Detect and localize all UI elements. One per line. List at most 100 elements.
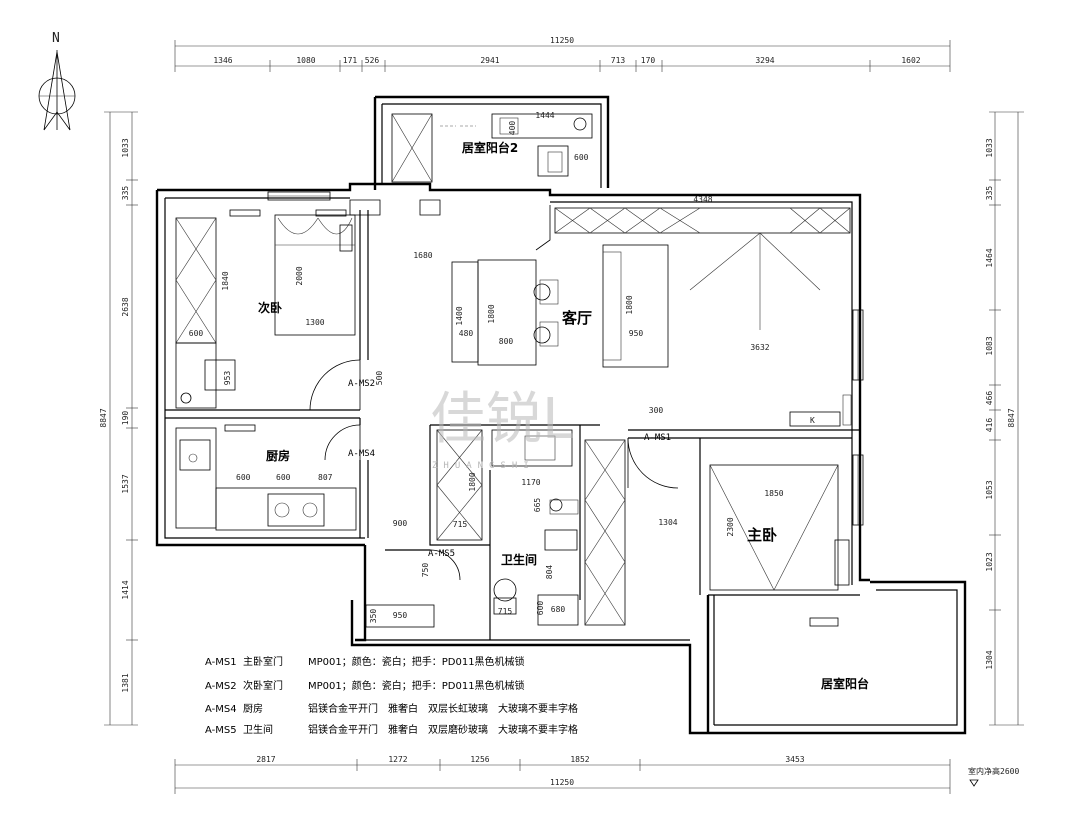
left-dim-3: 2638: [121, 297, 130, 316]
master-height-dim: 2300: [726, 517, 735, 536]
second-bedroom: 1840 2000 1300 600 953 次卧 A-MS2: [175, 209, 375, 411]
right-total-dim: 8847: [1007, 408, 1016, 427]
table-width-dim: 480: [459, 329, 474, 338]
table-height-dim: 1400: [455, 306, 464, 325]
interior-walls: [165, 199, 860, 640]
legend-spec-4: 铝镁合金平开门 雅奢白 双层磨砂玻璃 大玻璃不要丰字格: [308, 723, 578, 736]
right-dim-5: 466: [985, 391, 994, 406]
svg-text:佳锐L: 佳锐L: [430, 387, 573, 452]
legend-name-3: 厨房: [243, 702, 263, 715]
side-dim-a: 500: [375, 371, 384, 386]
door-tag-ms5: A-MS5: [428, 549, 455, 559]
bottom-dimensions: 2817 1272 1256 1852 3453 11250 室内净高2600: [174, 755, 1019, 794]
living-top-dim: 4348: [693, 195, 712, 204]
ceiling-height-note: 室内净高2600: [968, 766, 1019, 776]
corridor-width-dim: 900: [393, 519, 408, 528]
bath-dim-i: 350: [369, 609, 378, 624]
closet-width-dim: 715: [453, 520, 468, 529]
bottom-dim-5: 3453: [785, 755, 804, 764]
right-dimensions: 1033 335 1464 1083 466 416 1053 1023 130…: [985, 111, 1024, 726]
bathroom-label: 卫生间: [501, 552, 537, 567]
legend-spec-1: MP001；颜色：瓷白；把手：PD011黑色机械锁: [308, 655, 525, 668]
right-dim-9: 1304: [985, 650, 994, 669]
top-dim-9: 1602: [901, 56, 920, 65]
svg-text:ZHUANGSHI: ZHUANGSHI: [432, 461, 535, 471]
top-dim-8: 3294: [755, 56, 774, 65]
bath-dim-c: 750: [421, 563, 430, 578]
kitchen-label: 厨房: [266, 448, 290, 463]
top-dim-4: 526: [365, 56, 380, 65]
legend-name-4: 卫生间: [243, 723, 273, 736]
legend-code-2: A-MS2: [205, 681, 237, 692]
left-dimensions: 1033 335 2638 190 1537 1414 1381 8847: [99, 111, 138, 726]
closet-height-dim: 1800: [468, 472, 477, 491]
kitchen-dim-c: 807: [318, 473, 333, 482]
living-side-dim: 300: [649, 406, 664, 415]
master-balcony-label: 居室阳台: [821, 676, 869, 691]
balcony2-fixtures: 1444 400 600 居室阳台2: [391, 111, 593, 183]
right-dim-8: 1023: [985, 552, 994, 571]
bath-dim-a: 1170: [521, 478, 540, 487]
kitchen-dim-a: 600: [236, 473, 251, 482]
bath-dim-f: 600: [536, 601, 545, 616]
bath-dim-d: 804: [545, 565, 554, 580]
legend-spec-3: 铝镁合金平开门 雅奢白 双层长虹玻璃 大玻璃不要丰字格: [308, 702, 578, 715]
bottom-dim-2: 1272: [388, 755, 407, 764]
table-dim-a: 1800: [487, 304, 496, 323]
corridor-dim: 1680: [413, 251, 432, 260]
master-gap-dim: 1304: [658, 518, 677, 527]
master-bedroom-label: 主卧: [747, 526, 777, 544]
top-dim-3: 171: [343, 56, 358, 65]
bath-dim-e: 715: [498, 607, 513, 616]
door-tag-ms4: A-MS4: [348, 449, 375, 459]
watermark-logo: 佳锐L ZHUANGSHI: [430, 387, 573, 471]
top-dim-1: 1346: [213, 56, 232, 65]
bath-dim-h: 950: [393, 611, 408, 620]
door-tag-ms2: A-MS2: [348, 379, 375, 389]
kitchen: 600 600 807 厨房 A-MS4: [175, 424, 375, 531]
left-dim-5: 1537: [121, 474, 130, 493]
right-dim-4: 1083: [985, 336, 994, 355]
bottom-dim-4: 1852: [570, 755, 589, 764]
top-dim-5: 2941: [480, 56, 499, 65]
legend-code-1: A-MS1: [205, 657, 237, 668]
legend-name-1: 主卧室门: [243, 655, 283, 668]
door-tag-ms1: A-MS1: [644, 433, 671, 443]
balcony2-label: 居室阳台2: [462, 140, 518, 155]
living-room-label: 客厅: [561, 309, 592, 327]
left-dim-2: 335: [121, 186, 130, 201]
bottom-dim-1: 2817: [256, 755, 275, 764]
living-dining: 4348 1400 480 1800 800 1800 950 3632 168…: [413, 195, 852, 427]
balcony2-dim-a: 400: [508, 121, 517, 136]
top-dim-6: 713: [611, 56, 626, 65]
bed2-dim-d: 953: [223, 371, 232, 386]
bath-dim-g: 680: [551, 605, 566, 614]
living-width-dim: 3632: [750, 343, 769, 352]
left-dim-1: 1033: [121, 138, 130, 157]
bed2-dim-a: 2000: [295, 266, 304, 285]
balcony2-dim-b: 600: [574, 153, 589, 162]
bed2-width-dim: 1300: [305, 318, 324, 327]
exterior-walls: [155, 95, 967, 735]
legend-spec-2: MP001；颜色：瓷白；把手：PD011黑色机械锁: [308, 679, 525, 692]
left-dim-4: 190: [121, 411, 130, 426]
left-total-dim: 8847: [99, 408, 108, 427]
right-dim-1: 1033: [985, 138, 994, 157]
tv-k-label: K: [810, 416, 815, 425]
north-arrow-icon: N: [38, 31, 76, 131]
right-dim-7: 1053: [985, 480, 994, 499]
second-bedroom-label: 次卧: [258, 300, 282, 315]
master-width-dim: 1850: [764, 489, 783, 498]
master-bedroom: 1850 2300 1304 主卧 A-MS1 居室阳台: [584, 433, 869, 691]
table-dim-b: 800: [499, 337, 514, 346]
sofa-height-dim: 1800: [625, 295, 634, 314]
left-dim-7: 1381: [121, 673, 130, 692]
legend-code-4: A-MS5: [205, 725, 237, 736]
bath-dim-b: 665: [533, 498, 542, 513]
right-dim-2: 335: [985, 186, 994, 201]
legend-code-3: A-MS4: [205, 704, 237, 715]
north-label: N: [52, 31, 60, 46]
top-total-dim: 11250: [550, 36, 574, 45]
right-dim-6: 416: [985, 418, 994, 433]
legend-name-2: 次卧室门: [243, 679, 283, 692]
